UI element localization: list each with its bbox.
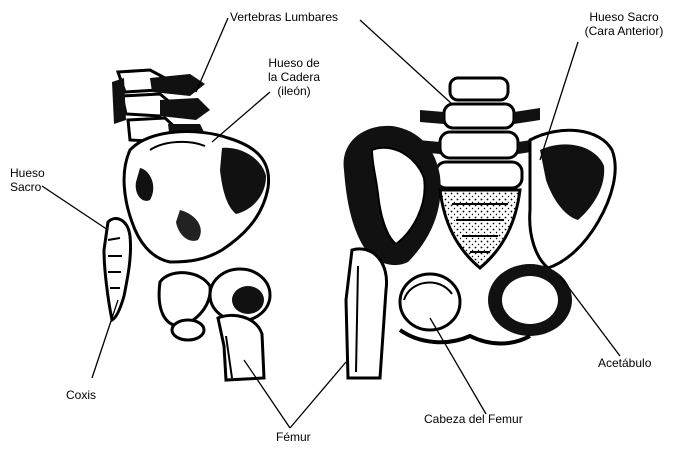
label-acetabulo: Acetábulo	[598, 356, 651, 370]
anterior-acetabulum-right	[488, 264, 572, 336]
leader-cabeza-femur	[430, 318, 486, 414]
label-hueso-sacro-anterior-line1: Hueso Sacro	[568, 10, 680, 24]
leader-coxis	[92, 300, 118, 378]
anterior-femur	[346, 249, 387, 378]
label-hueso-cadera-line2: la Cadera	[254, 70, 334, 84]
label-hueso-sacro-line1: Hueso	[10, 166, 45, 180]
label-vertebras-lumbares: Vertebras Lumbares	[230, 10, 338, 24]
anterior-ilium-left	[344, 126, 441, 265]
label-hueso-sacro-line2: Sacro	[10, 180, 45, 194]
label-coxis: Coxis	[66, 388, 96, 402]
anterior-femoral-head	[400, 274, 460, 330]
leader-sacro	[42, 186, 108, 230]
leader-vertebras-left	[196, 18, 228, 92]
lateral-pelvis-view	[104, 70, 270, 380]
label-hueso-sacro: Hueso Sacro	[10, 166, 45, 194]
anterior-pelvis-view	[344, 78, 616, 378]
label-cabeza-del-femur: Cabeza del Femur	[424, 412, 523, 426]
label-femur: Fémur	[276, 430, 311, 444]
lateral-sacrum-coccyx	[104, 218, 131, 320]
label-hueso-sacro-cara-anterior: Hueso Sacro (Cara Anterior)	[568, 10, 680, 38]
label-hueso-cadera-line1: Hueso de	[254, 56, 334, 70]
leader-cadera	[212, 92, 270, 142]
label-hueso-sacro-anterior-line2: (Cara Anterior)	[568, 24, 680, 38]
lateral-ilium	[124, 132, 269, 262]
leader-femur-left	[244, 360, 290, 428]
label-hueso-de-la-cadera: Hueso de la Cadera (ileón)	[254, 56, 334, 98]
leader-vertebras-right	[360, 20, 452, 104]
lateral-femur	[218, 315, 264, 380]
leader-acetabulo	[560, 276, 620, 356]
anterior-pubis	[400, 330, 530, 344]
anterior-sacrum	[440, 190, 520, 268]
label-hueso-cadera-line3: (ileón)	[254, 84, 334, 98]
leader-femur-right	[290, 362, 346, 428]
